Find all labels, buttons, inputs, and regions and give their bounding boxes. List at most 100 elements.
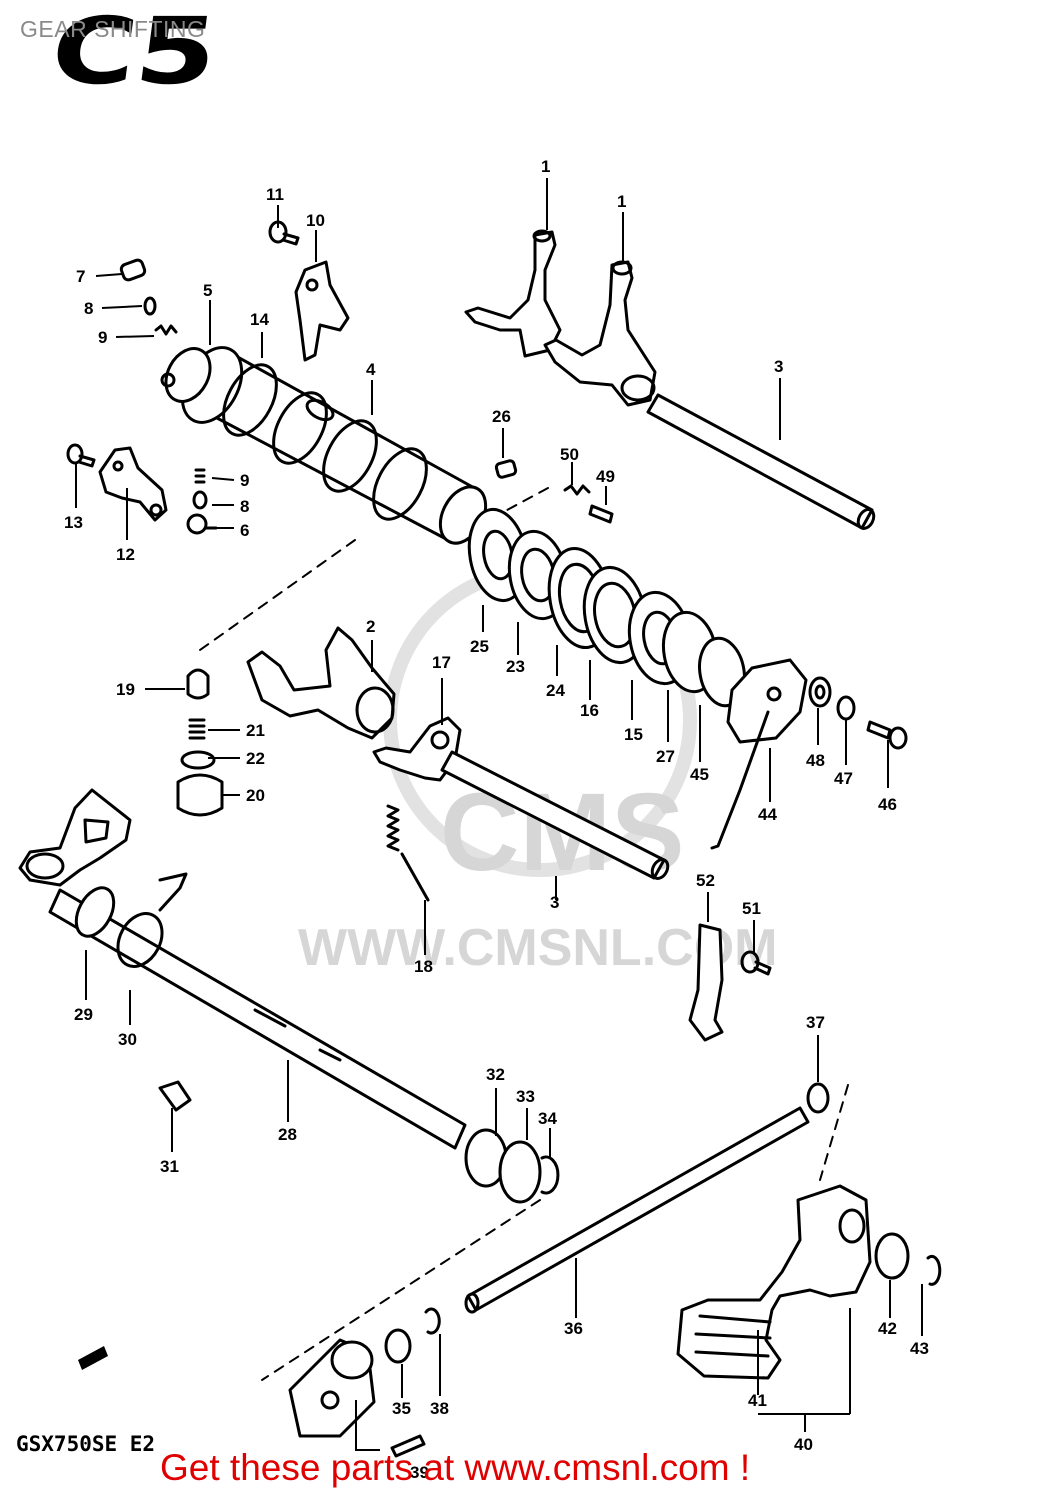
label-43: 43 [910, 1339, 929, 1358]
label-15: 15 [624, 725, 643, 744]
fork-shaft-lower [440, 750, 670, 880]
label-2: 2 [366, 617, 375, 636]
label-9-upper: 9 [98, 328, 107, 347]
label-40: 40 [794, 1435, 813, 1454]
label-11: 11 [266, 185, 284, 204]
label-45: 45 [690, 765, 709, 784]
label-1-left: 1 [541, 157, 550, 176]
label-52: 52 [696, 871, 715, 890]
label-9-lower: 9 [240, 471, 249, 490]
guide-52 [688, 923, 724, 1042]
label-16: 16 [580, 701, 599, 720]
label-7: 7 [76, 267, 85, 286]
circlip-38 [424, 1307, 441, 1335]
shift-fork-upper-right [543, 260, 657, 407]
bolt-20 [176, 773, 224, 817]
joint-37 [806, 1082, 830, 1114]
label-13: 13 [64, 513, 83, 532]
label-24: 24 [546, 681, 565, 700]
label-39: 39 [410, 1463, 429, 1482]
label-47: 47 [834, 769, 853, 788]
bolt-49 [588, 504, 614, 524]
label-4: 4 [366, 360, 376, 379]
washer-48 [808, 676, 832, 708]
logo-mark-left [78, 1346, 108, 1370]
pin-26 [494, 459, 518, 479]
label-26: 26 [492, 407, 511, 426]
spring-21 [188, 718, 206, 740]
label-19: 19 [116, 680, 135, 699]
roller-19 [186, 668, 210, 700]
label-49: 49 [596, 467, 615, 486]
label-32: 32 [486, 1065, 505, 1084]
pin-50 [563, 484, 591, 496]
label-31: 31 [160, 1157, 179, 1176]
part-labels: 1 1 2 3 3 4 5 6 7 8 8 9 9 10 11 12 13 14… [64, 157, 929, 1482]
pin-31 [158, 1080, 192, 1112]
model-code: GSX750SE E2 [16, 1432, 156, 1456]
label-30: 30 [118, 1030, 137, 1049]
bolt-51 [740, 950, 772, 976]
gearshift-rod [464, 1106, 810, 1314]
label-29: 29 [74, 1005, 93, 1024]
bolt-lower [390, 1434, 426, 1458]
label-37: 37 [806, 1013, 825, 1032]
label-14: 14 [250, 310, 269, 329]
circlip-43 [926, 1254, 942, 1286]
label-3-lower: 3 [550, 893, 559, 912]
label-1-right: 1 [617, 192, 626, 211]
label-8-upper: 8 [84, 299, 93, 318]
gearshift-lever [676, 1184, 872, 1380]
washer-upper-8 [143, 296, 157, 316]
bolt-11 [268, 220, 300, 246]
bolt-46 [866, 720, 908, 750]
label-8-lower: 8 [240, 497, 249, 516]
label-18: 18 [414, 957, 433, 976]
spring-18 [386, 804, 430, 902]
label-36: 36 [564, 1319, 583, 1338]
label-46: 46 [878, 795, 897, 814]
pin-upper-7 [119, 258, 147, 282]
circlip-34 [540, 1155, 560, 1195]
spring-upper-9 [154, 324, 178, 336]
label-22: 22 [246, 749, 265, 768]
oil-seal-33 [498, 1140, 542, 1204]
page-title: GEAR SHIFTING [20, 16, 206, 42]
leader-lines [75, 178, 923, 1451]
label-17: 17 [432, 653, 451, 672]
stopper-arm [98, 446, 168, 522]
pin-lower-6 [186, 513, 218, 535]
shift-fork-17 [372, 716, 462, 782]
washer-42 [874, 1232, 910, 1280]
spring-lower-9 [194, 468, 206, 484]
shift-fork-upper-left [464, 229, 562, 358]
label-44: 44 [758, 805, 777, 824]
label-10: 10 [306, 211, 325, 230]
bolt-13 [66, 443, 96, 468]
label-23: 23 [506, 657, 525, 676]
label-35: 35 [392, 1399, 411, 1418]
gearshift-shaft [48, 872, 467, 1150]
drum-end-cap [160, 347, 212, 403]
stopper-plate [294, 260, 350, 362]
footer-parts-link[interactable]: Get these parts at www.cmsnl.com ! [160, 1447, 751, 1488]
label-42: 42 [878, 1319, 897, 1338]
gearshift-arm [18, 788, 132, 887]
label-48: 48 [806, 751, 825, 770]
label-34: 34 [538, 1109, 557, 1128]
label-6: 6 [240, 521, 249, 540]
washer-35 [384, 1328, 412, 1364]
label-21: 21 [246, 721, 265, 740]
label-28: 28 [278, 1125, 297, 1144]
shift-drum [180, 346, 488, 545]
label-33: 33 [516, 1087, 535, 1106]
label-5: 5 [203, 281, 212, 300]
label-41: 41 [748, 1391, 767, 1410]
label-3-upper: 3 [774, 357, 783, 376]
label-27: 27 [656, 747, 675, 766]
rod-end-39 [288, 1338, 376, 1438]
washer-22 [180, 750, 216, 770]
label-51: 51 [742, 899, 761, 918]
